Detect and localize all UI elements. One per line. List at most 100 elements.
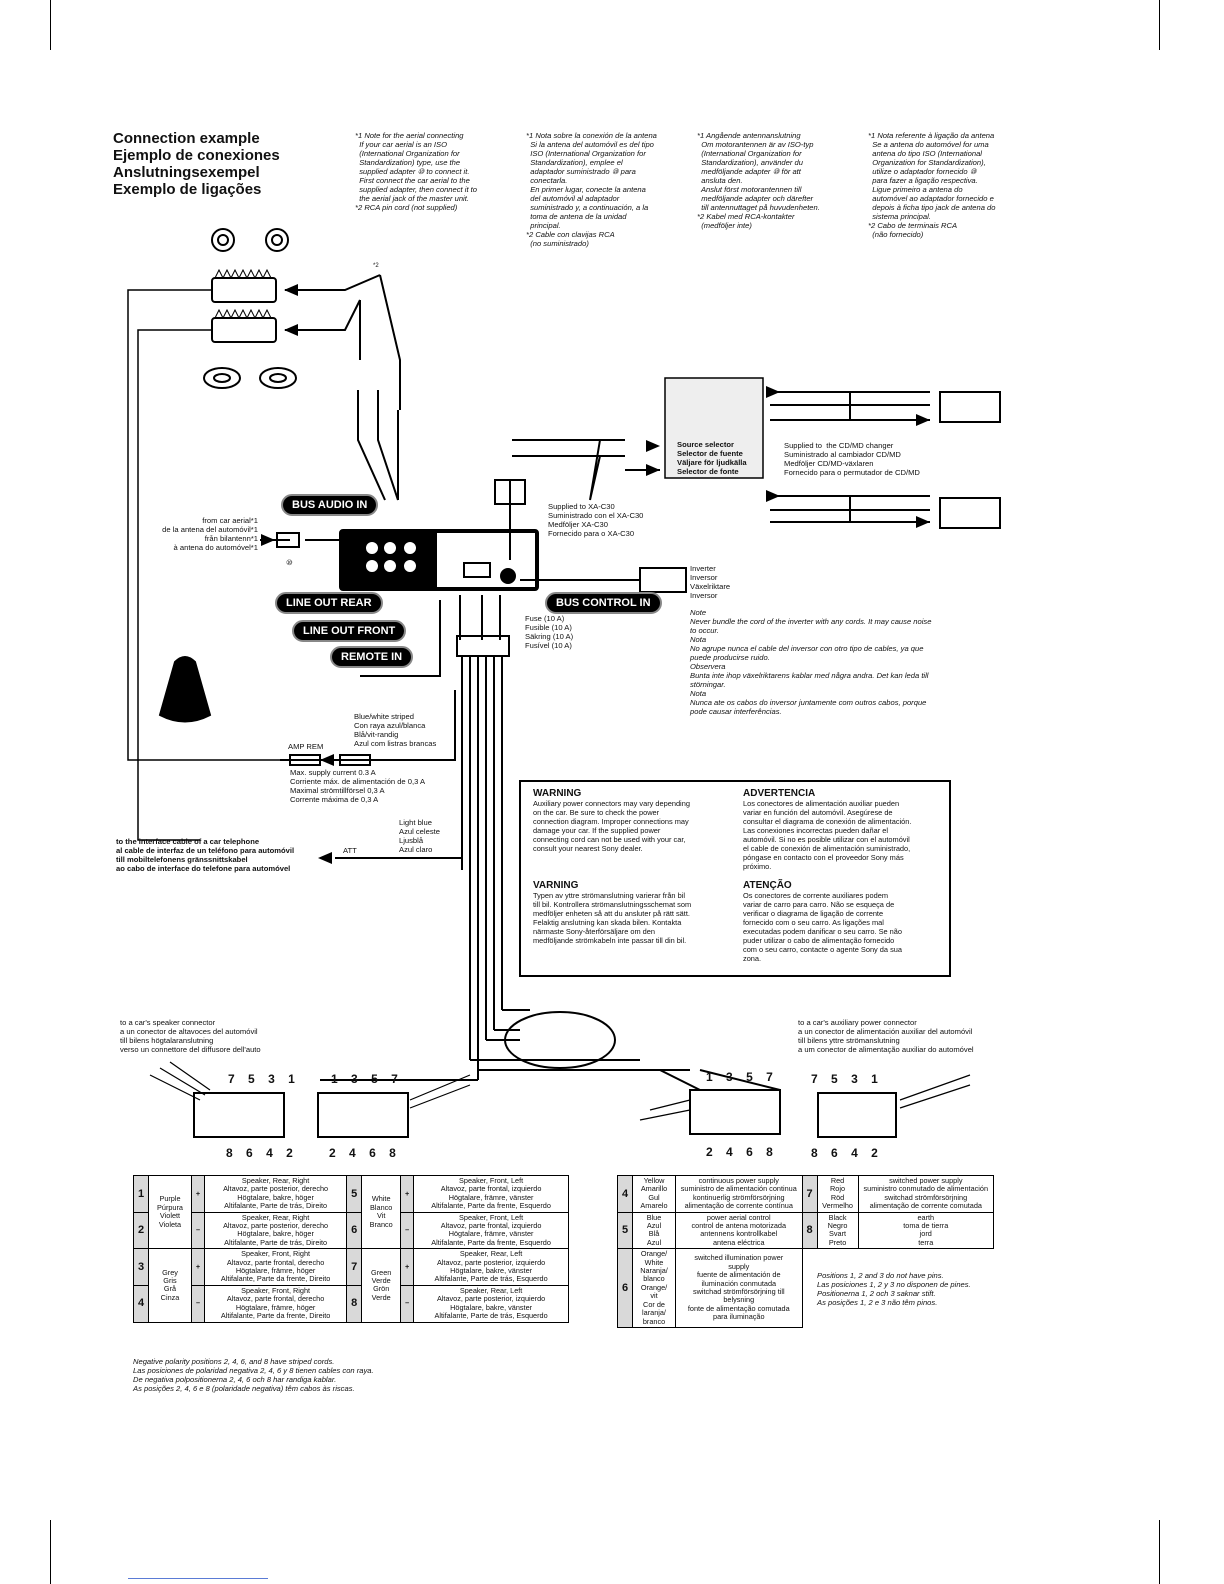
pin-number: 4: [133, 1284, 149, 1323]
wire-function: switched illumination power supply fuent…: [675, 1248, 803, 1328]
positions-note: Positions 1, 2 and 3 do not have pins. L…: [817, 1271, 971, 1307]
max-current-label: Max. supply current 0.3 A Corriente máx.…: [290, 768, 426, 804]
amplifier-top-icon: [211, 277, 277, 303]
wire-function: Speaker, Rear, Right Altavoz, parte post…: [203, 1211, 348, 1250]
arrow-icon: [318, 852, 332, 864]
pins-c1-bot: 8 6 4 2: [226, 1146, 293, 1160]
pin-number: 4: [617, 1175, 633, 1213]
pin-number: 6: [617, 1248, 633, 1328]
arrow-icon: [916, 516, 930, 528]
cd-changer-bottom-icon: [939, 497, 1001, 529]
pin-number: 8: [346, 1284, 363, 1323]
speaker-connector-label: to a car's speaker connector a un conect…: [120, 1018, 261, 1054]
supplied-cd-label: Supplied to the CD/MD changer Suministra…: [784, 441, 920, 477]
pins-c2-top: 1 3 5 7: [331, 1072, 398, 1086]
polarity: +: [191, 1248, 205, 1286]
iso-connector-1-icon: [193, 1092, 285, 1138]
pins-c2-bot: 2 4 6 8: [329, 1146, 396, 1160]
wire-color: Red Rojo Röd Vermelho: [816, 1175, 859, 1213]
wire-color: Yellow Amarillo Gul Amarelo: [632, 1175, 676, 1213]
cd-changer-top-icon: [939, 391, 1001, 423]
arrow-icon: [646, 440, 660, 452]
pin-number: 7: [801, 1175, 818, 1213]
amplifier-bottom-icon: [211, 317, 277, 343]
pin-number: 5: [617, 1211, 633, 1250]
fuse-label: Fuse (10 A) Fusible (10 A) Säkring (10 A…: [525, 614, 574, 650]
arrow-icon: [766, 386, 780, 398]
negative-polarity-note: Negative polarity positions 2, 4, 6, and…: [133, 1357, 374, 1393]
arrow-icon: [766, 490, 780, 502]
wire-function: continuous power supply suministro de al…: [675, 1175, 803, 1213]
polarity: –: [400, 1211, 415, 1250]
wire-color: Grey Gris Grå Cinza: [148, 1248, 192, 1323]
pin-number: 2: [133, 1211, 149, 1250]
wire-function: power aerial control control de antena m…: [675, 1211, 803, 1250]
att-label: ATT: [343, 846, 357, 855]
label-line-out-rear: LINE OUT REAR: [275, 592, 383, 614]
amp-rem-label: AMP REM: [288, 742, 324, 751]
adapter-marker: ⑩: [286, 558, 293, 567]
arrow-icon: [261, 534, 275, 546]
iso-connector-3-icon: [689, 1089, 781, 1135]
rca-cord-marker: *2: [373, 263, 379, 269]
note-sv: *1 Angående antennanslutning Om motorant…: [697, 131, 820, 230]
polarity: +: [400, 1175, 415, 1213]
note-pt: *1 Nota referente à ligação da antena Se…: [868, 131, 996, 239]
remote-commander-icon: [158, 656, 212, 723]
note-en: *1 Note for the aerial connecting If you…: [355, 131, 478, 212]
crop-mark: [1159, 1520, 1160, 1584]
wire-color: Orange/ White Naranja/ blanco Orange/ vi…: [632, 1248, 676, 1328]
page-footer-line: [128, 1578, 268, 1579]
wire-function: Speaker, Rear, Left Altavoz, parte poste…: [413, 1284, 569, 1323]
warning-pt: ATENÇÃO Os conectores de corrente auxili…: [743, 880, 902, 963]
polarity: –: [191, 1284, 205, 1323]
wire-color: Black Negro Svart Preto: [816, 1211, 859, 1250]
inverter-note: Note Never bundle the cord of the invert…: [690, 608, 932, 716]
head-unit-icon: [339, 529, 539, 591]
pins-c4-bot: 8 6 4 2: [811, 1146, 878, 1160]
wire-function: earth toma de tierra jord terra: [857, 1211, 995, 1250]
label-remote-in: REMOTE IN: [330, 646, 414, 668]
tweeter-left-icon: [211, 228, 235, 252]
wire-function: Speaker, Front, Right Altavoz, parte fro…: [203, 1248, 348, 1286]
note-es: *1 Nota sobre la conexión de la antena S…: [526, 131, 657, 248]
wire-color: Purple Púrpura Violett Violeta: [148, 1174, 192, 1250]
speaker-right-icon: [259, 367, 297, 389]
aux-connector-label: to a car's auxiliary power connector a u…: [798, 1018, 974, 1054]
arrow-icon: [284, 324, 298, 336]
table-row: 2 – Speaker, Rear, Right Altavoz, parte po…: [133, 1211, 569, 1250]
wire-function: Speaker, Rear, Right Altavoz, parte post…: [203, 1175, 348, 1213]
pin-number: 8: [801, 1211, 818, 1250]
wire-function: Speaker, Front, Left Altavoz, parte fron…: [413, 1175, 569, 1213]
crop-mark: [50, 0, 51, 50]
pins-c3-top: 1 3 5 7: [706, 1070, 773, 1084]
warning-es: ADVERTENCIA Los conectores de alimentaci…: [743, 788, 912, 871]
inverter-icon: [639, 567, 687, 593]
wire-color: White Blanco Vit Branco: [361, 1174, 402, 1250]
wire-color: Blue Azul Blå Azul: [632, 1211, 676, 1250]
title-sv: Anslutningsexempel: [113, 164, 260, 181]
wire-color: Green Verde Grön Verde: [361, 1248, 402, 1323]
pin-number: 1: [133, 1175, 149, 1213]
pin-number: 3: [133, 1248, 149, 1286]
pins-c3-bot: 2 4 6 8: [706, 1145, 773, 1159]
table-row: 4–Speaker, Front, Right Altavoz, parte f…: [133, 1284, 569, 1323]
tweeter-right-icon: [265, 228, 289, 252]
pins-c1-top: 7 5 3 1: [228, 1072, 295, 1086]
source-selector-label: Source selector Selector de fuente Välja…: [677, 440, 747, 476]
warning-en: WARNING Auxiliary power connectors may v…: [533, 788, 690, 853]
pin-number: 7: [346, 1248, 363, 1286]
title-en: Connection example: [113, 130, 260, 147]
polarity: +: [191, 1175, 205, 1213]
wire-function: Speaker, Front, Left Altavoz, parte fron…: [413, 1211, 569, 1250]
wire-function: Speaker, Rear, Left Altavoz, parte poste…: [413, 1248, 569, 1286]
iso-connector-4-icon: [817, 1092, 897, 1138]
source-selector-icon: [664, 377, 764, 479]
pin-number: 6: [346, 1211, 363, 1250]
